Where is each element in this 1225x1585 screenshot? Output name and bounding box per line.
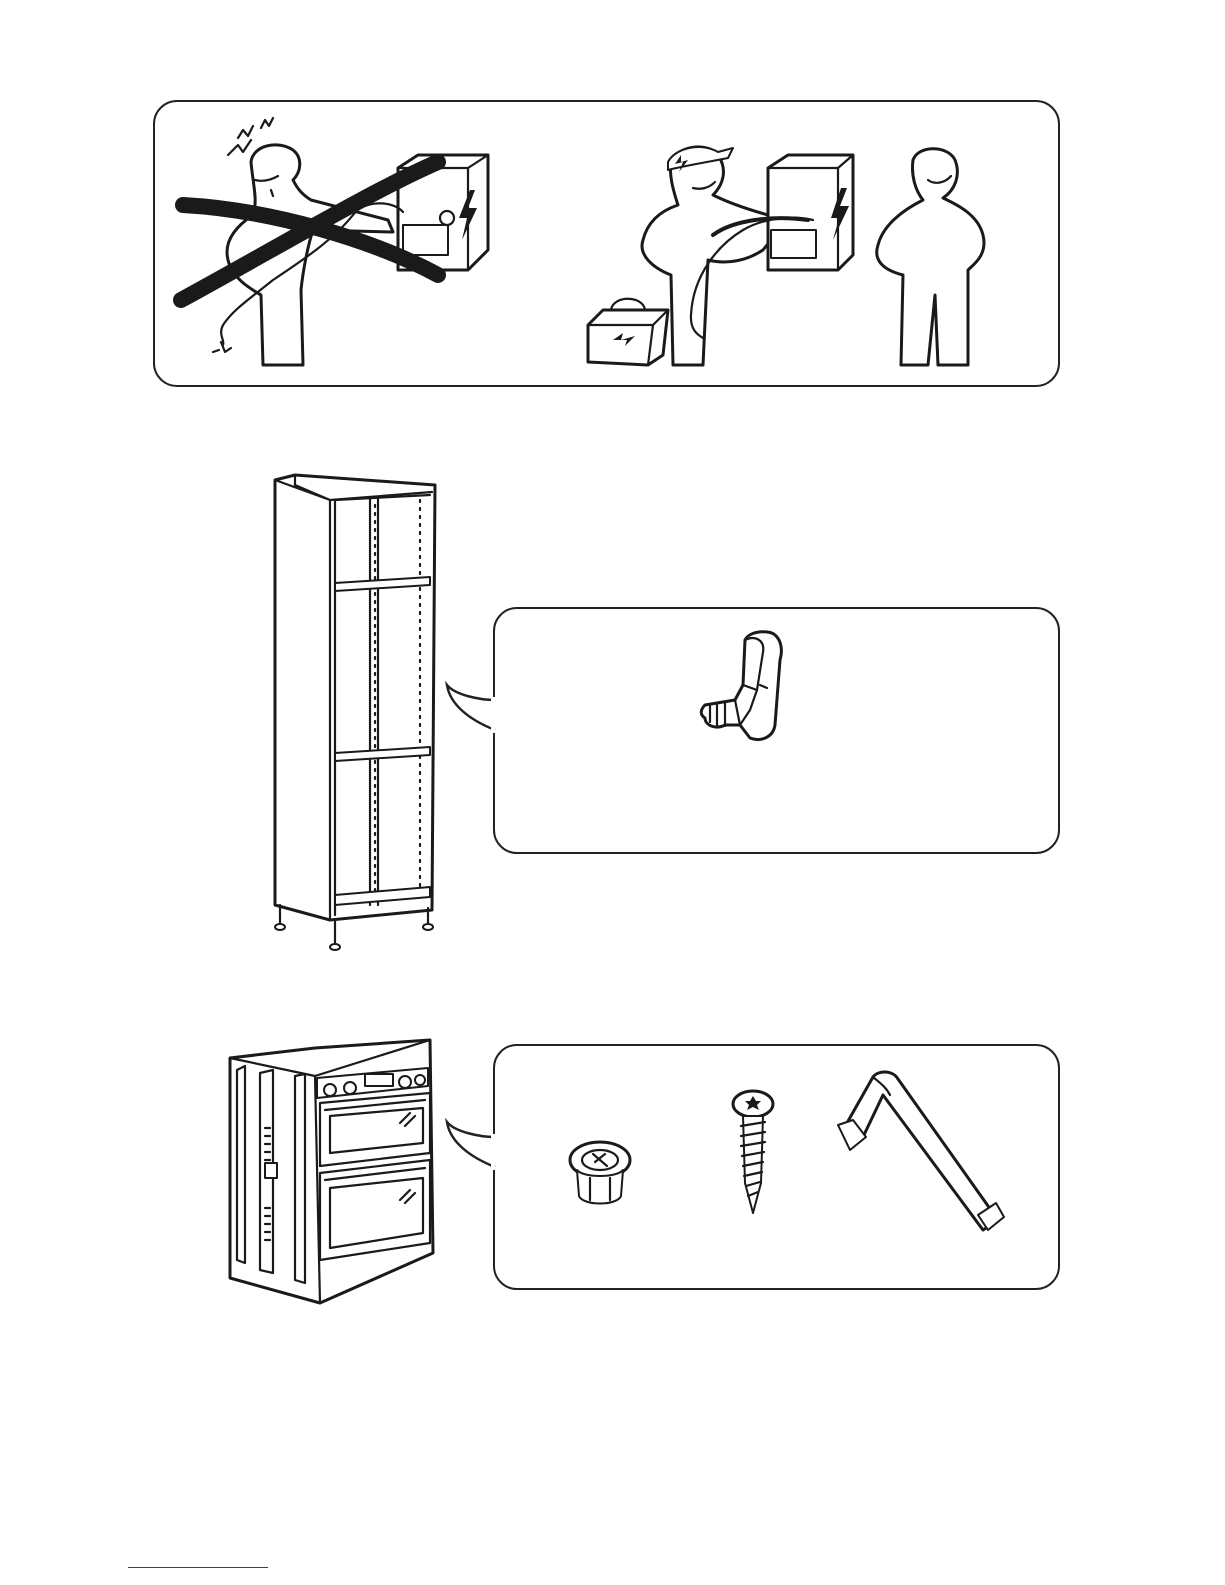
plastic-sleeve-part — [565, 1138, 635, 1210]
cabinet-bracket-part — [695, 630, 810, 745]
right-way-illustration — [583, 100, 1033, 387]
wrong-way-illustration — [153, 100, 613, 387]
footer-link-underline[interactable] — [128, 1567, 268, 1568]
cabinet-illustration — [270, 475, 445, 955]
torx-screw-part — [728, 1088, 778, 1218]
speech-tail — [445, 685, 497, 735]
oven-illustration — [225, 1038, 440, 1306]
torx-key-part — [828, 1065, 1008, 1240]
speech-tail — [445, 1122, 497, 1172]
